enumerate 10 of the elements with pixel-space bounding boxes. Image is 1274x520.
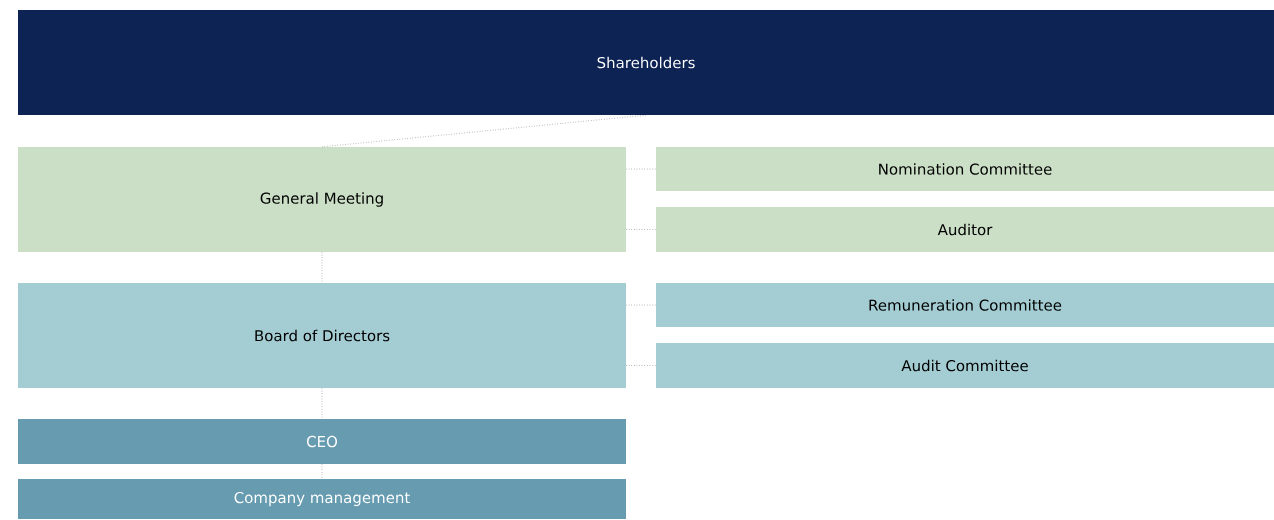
- org-box: General Meeting: [18, 147, 626, 252]
- org-box: CEO: [18, 419, 626, 464]
- org-box: Nomination Committee: [656, 147, 1274, 191]
- connector-line: [321, 114, 647, 148]
- org-box: Shareholders: [18, 10, 1274, 115]
- org-box: Board of Directors: [18, 283, 626, 388]
- org-box: Remuneration Committee: [656, 283, 1274, 327]
- org-box: Auditor: [656, 207, 1274, 252]
- org-box: Company management: [18, 479, 626, 519]
- org-box: Audit Committee: [656, 343, 1274, 388]
